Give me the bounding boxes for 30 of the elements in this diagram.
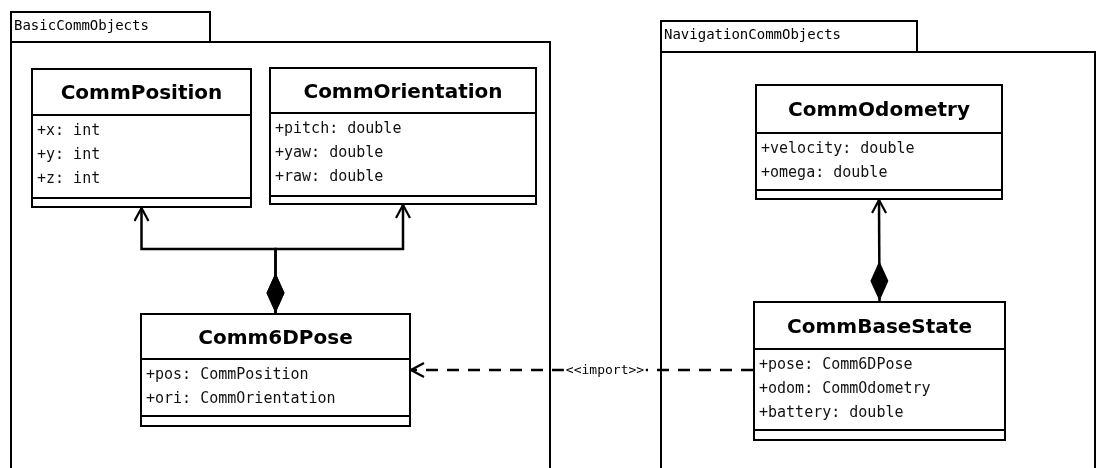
attribute: +ori: CommOrientation	[146, 388, 337, 409]
attribute: +velocity: double	[761, 138, 916, 159]
attribute: +y: int	[37, 144, 102, 165]
edge-label: <<import>>	[563, 361, 647, 377]
attribute: +raw: double	[275, 166, 385, 187]
class-name: CommPosition	[60, 80, 223, 104]
attribute: +pose: Comm6DPose	[759, 354, 914, 375]
attribute: +yaw: double	[275, 142, 385, 163]
composition-arrow	[266, 203, 412, 313]
class-name: CommBaseState	[787, 313, 972, 338]
class-name: CommOdometry	[788, 97, 970, 121]
attribute: +x: int	[37, 120, 102, 141]
package-name: BasicCommObjects	[14, 17, 149, 33]
class-name: CommOrientation	[303, 78, 503, 103]
attribute: +pos: CommPosition	[146, 364, 310, 385]
class-box	[755, 84, 1003, 200]
package-frame	[660, 20, 1096, 468]
package-name: NavigationCommObjects	[664, 26, 841, 42]
attribute: +omega: double	[761, 162, 889, 183]
class-box	[269, 67, 537, 205]
attribute: +pitch: double	[275, 118, 403, 139]
class-name: Comm6DPose	[198, 324, 353, 349]
class-box	[140, 313, 411, 427]
class-box	[31, 68, 252, 208]
class-box	[753, 301, 1006, 441]
attribute: +odom: CommOdometry	[759, 378, 932, 399]
attribute: +battery: double	[759, 402, 905, 423]
composition-arrow	[870, 198, 889, 301]
package-frame	[10, 11, 551, 468]
attribute: +z: int	[37, 168, 102, 189]
